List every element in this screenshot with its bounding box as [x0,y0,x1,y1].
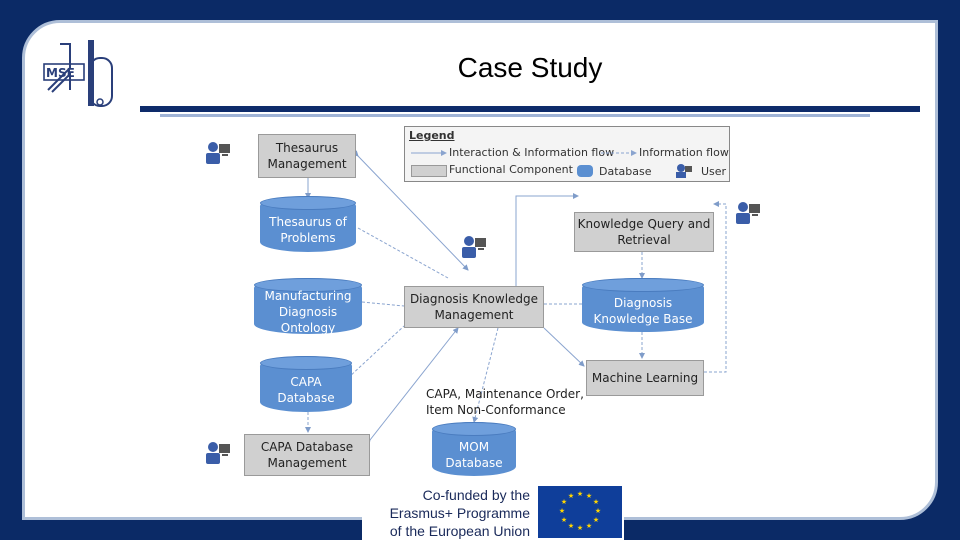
user-icon [206,142,230,164]
machine-learning-box: Machine Learning [586,360,704,396]
thesaurus-management-box: Thesaurus Management [258,134,356,178]
legend-dashed-arrow-icon [601,150,637,156]
svg-text:★: ★ [559,507,565,515]
page-title: Case Study [457,52,603,83]
legend: Legend Interaction & Information flow In… [404,126,730,182]
svg-text:★: ★ [586,522,592,530]
svg-text:★: ★ [593,498,599,506]
legend-solid-arrow-icon [411,150,447,156]
legend-component-swatch [411,165,447,177]
knowledge-query-box: Knowledge Query and Retrieval [574,212,714,252]
svg-text:★: ★ [593,516,599,524]
legend-interaction: Interaction & Information flow [449,146,615,159]
title-rule-accent [160,114,870,117]
legend-functional: Functional Component [449,163,573,176]
diagnosis-knowledge-management-box: Diagnosis Knowledge Management [404,286,544,328]
mom-database-db: MOM Database [432,422,516,476]
legend-user: User [701,165,727,178]
manufacturing-ontology-db: Manufacturing Diagnosis Ontology [254,278,362,335]
svg-text:★: ★ [561,516,567,524]
mse-4-0-logo: MSE [43,40,113,107]
legend-database: Database [599,165,652,178]
svg-text:MSE: MSE [46,66,75,80]
legend-information: Information flow [639,146,729,159]
database-icon [577,165,593,177]
cofunded-text: Co-funded by the Erasmus+ Programme of t… [389,487,530,539]
eu-flag-icon: ★★★ ★★★ ★★★ ★★★ [538,486,622,538]
architecture-diagram: Legend Interaction & Information flow In… [198,122,760,482]
title-rule [140,106,920,112]
svg-text:★: ★ [561,498,567,506]
svg-text:★: ★ [577,490,583,498]
user-icon [206,442,230,464]
thesaurus-of-problems-db: Thesaurus of Problems [260,196,356,252]
svg-text:★: ★ [568,492,574,500]
user-icon [736,202,760,224]
user-icon [676,164,692,178]
capa-database-db: CAPA Database [260,356,352,412]
capa-db-management-box: CAPA Database Management [244,434,370,476]
erasmus-footer: Co-funded by the Erasmus+ Programme of t… [362,480,624,540]
svg-text:★: ★ [586,492,592,500]
diagnosis-knowledge-base-db: Diagnosis Knowledge Base [582,278,704,332]
capa-flow-annotation: CAPA, Maintenance Order, Item Non-Confor… [426,387,584,417]
user-icon [462,236,486,258]
diagram-connectors [305,150,727,446]
svg-text:★: ★ [595,507,601,515]
svg-text:★: ★ [577,524,583,532]
svg-text:★: ★ [568,522,574,530]
legend-title: Legend [409,129,455,142]
